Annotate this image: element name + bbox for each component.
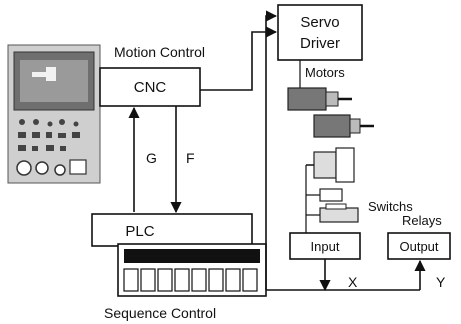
motors-label: Motors [305,65,345,80]
output-box [387,232,451,260]
servo-motor-icon [287,87,374,138]
motion-control-label: Motion Control [114,44,205,60]
servo-driver-label-line2: Driver [300,35,340,52]
relays-label: Relays [402,213,442,228]
input-box [289,232,361,260]
plc-box [91,213,253,247]
plc-io-module-icon [117,243,267,297]
sequence-control-label: Sequence Control [104,305,216,321]
limit-switch-icon [306,147,359,223]
f-signal-label: F [186,150,195,166]
switchs-label: Switchs [368,199,413,214]
servo-driver-label-line1: Servo [300,14,339,31]
cnc-to-servo-arrow [200,26,278,91]
plc-label: PLC [125,223,154,240]
input-label: Input [311,239,340,254]
cnc-label: CNC [134,79,167,96]
cnc-control-panel-icon [7,44,101,184]
cnc-box [99,67,201,107]
output-label: Output [399,239,438,254]
y-signal-label: Y [436,274,446,290]
x-signal-label: X [348,274,358,290]
plc-to-servo-arrow [265,10,278,290]
g-signal-label: G [146,150,157,166]
servo-driver-box [277,4,363,61]
